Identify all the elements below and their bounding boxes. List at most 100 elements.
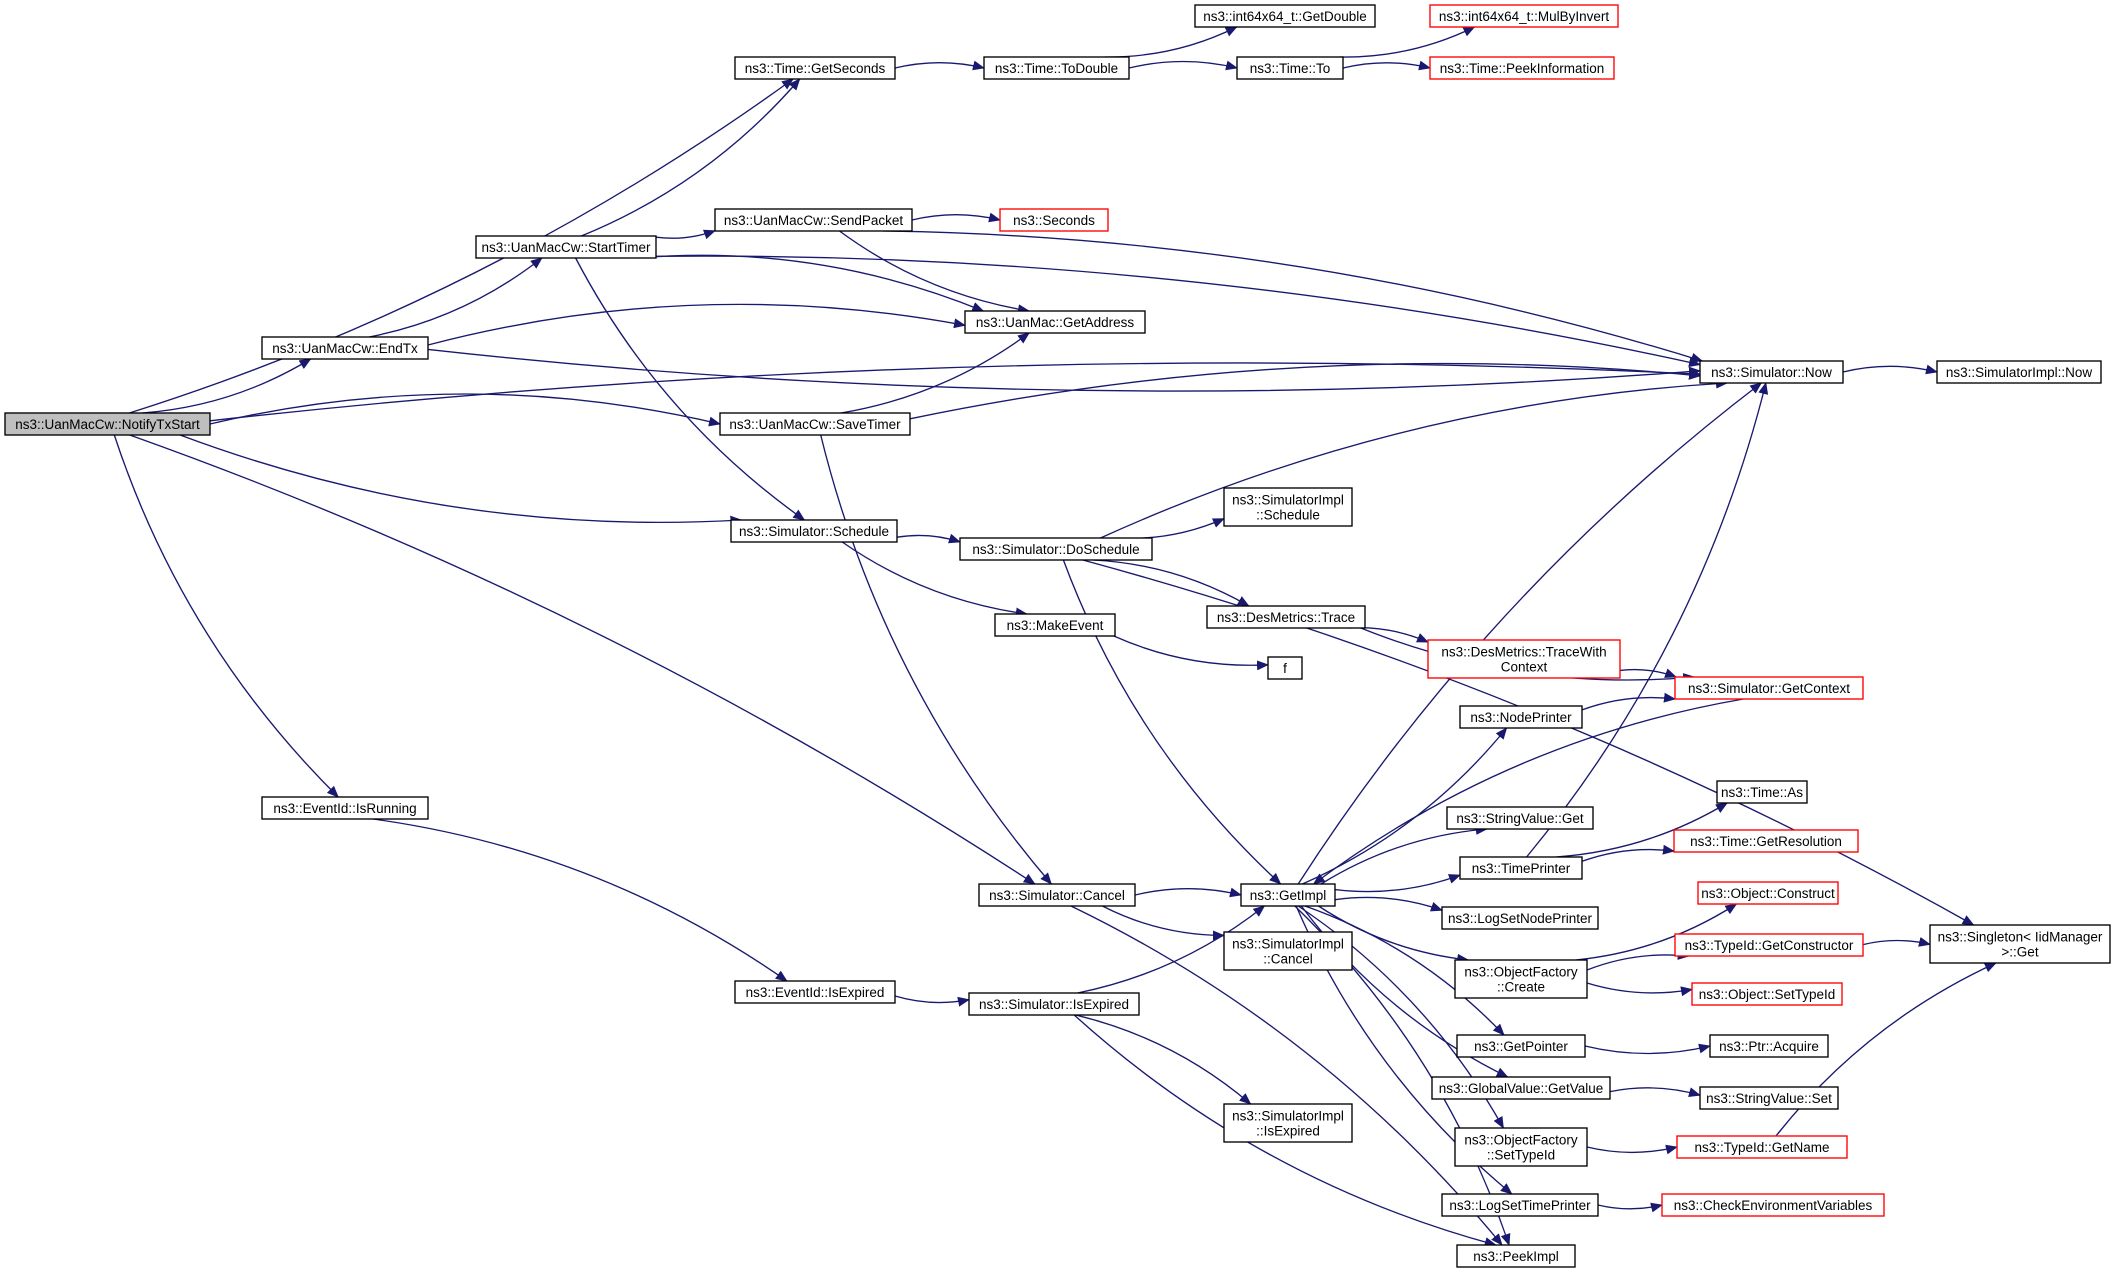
node-label: ns3::SimulatorImpl (1232, 493, 1344, 508)
node-label: ns3::UanMacCw::SendPacket (724, 213, 904, 228)
node-label: ns3::Time::GetSeconds (745, 61, 886, 76)
graph-node[interactable]: ns3::Simulator::DoSchedule (959, 537, 1153, 561)
node-label: ::Cancel (1263, 952, 1313, 967)
node-label: ::Schedule (1256, 508, 1320, 523)
graph-node[interactable]: ns3::Singleton< IidManager >::Get (1929, 924, 2111, 964)
graph-node[interactable]: ns3::GetImpl (1240, 883, 1336, 907)
graph-node[interactable]: ns3::DesMetrics::Trace (1206, 605, 1366, 629)
node-label: ::SetTypeId (1487, 1148, 1555, 1163)
node-box (475, 235, 657, 259)
edge-n30-n23 (1302, 727, 1508, 885)
graph-node[interactable]: ns3::Time::GetResolution (1673, 829, 1859, 853)
edge-n45-n46 (1586, 1144, 1678, 1155)
graph-node[interactable]: ns3::TimePrinter (1459, 856, 1583, 880)
node-label: ns3::Simulator::IsExpired (979, 997, 1129, 1012)
node-label: ns3::Time::PeekInformation (1440, 61, 1605, 76)
edge-n16-n19 (1093, 559, 1250, 607)
node-box (983, 56, 1130, 80)
node-box (1456, 1034, 1586, 1058)
node-box (978, 883, 1136, 907)
node-box (1691, 982, 1843, 1006)
edge-n1-n2 (894, 60, 985, 71)
graph-node[interactable]: ns3::Time::To (1236, 56, 1344, 80)
node-box (261, 796, 429, 820)
graph-node[interactable]: ns3::Simulator::Schedule (730, 519, 898, 543)
graph-node[interactable]: ns3::SimulatorImpl::Cancel (1223, 931, 1353, 971)
graph-node[interactable]: ns3::Time::GetSeconds (734, 56, 896, 80)
graph-node[interactable]: ns3::UanMacCw::SendPacket (714, 208, 913, 232)
graph-node[interactable]: ns3::CheckEnvironmentVariables (1661, 1193, 1885, 1217)
node-label: Context (1501, 660, 1548, 675)
node-box (999, 208, 1109, 232)
graph-node[interactable]: ns3::int64x64_t::GetDouble (1194, 4, 1376, 28)
root-node: ns3::UanMacCw::NotifyTxStart (4, 412, 211, 436)
graph-node[interactable]: ns3::SimulatorImpl::Schedule (1223, 487, 1353, 527)
node-label: f (1283, 661, 1287, 676)
graph-node[interactable]: ns3::Simulator::Now (1699, 360, 1844, 384)
node-label: ns3::Simulator::Cancel (989, 888, 1125, 903)
node-label: ns3::DesMetrics::Trace (1217, 610, 1355, 625)
graph-node[interactable]: ns3::NodePrinter (1459, 705, 1583, 729)
graph-node[interactable]: ns3::LogSetNodePrinter (1441, 906, 1599, 930)
graph-node[interactable]: ns3::EventId::IsRunning (261, 796, 429, 820)
node-box (1459, 705, 1583, 729)
graph-node[interactable]: ns3::EventId::IsExpired (734, 980, 896, 1004)
node-label: ns3::ObjectFactory (1464, 965, 1578, 980)
node-box (734, 980, 896, 1004)
graph-node[interactable]: ns3::SimulatorImpl::Now (1936, 360, 2102, 384)
edge-n39-n49 (1073, 1014, 1497, 1247)
graph-node[interactable]: ns3::UanMac::GetAddress (964, 310, 1146, 334)
graph-node[interactable]: ns3::Simulator::GetContext (1674, 676, 1864, 700)
node-label: ns3::DesMetrics::TraceWith (1441, 645, 1606, 660)
graph-node[interactable]: ns3::UanMacCw::SaveTimer (719, 412, 911, 436)
graph-node[interactable]: ns3::ObjectFactory::Create (1454, 959, 1588, 999)
graph-node[interactable]: ns3::StringValue::Set (1699, 1086, 1839, 1110)
graph-node[interactable]: ns3::MakeEvent (994, 613, 1116, 637)
graph-node[interactable]: ns3::Object::Construct (1697, 881, 1839, 905)
graph-node[interactable]: ns3::SimulatorImpl::IsExpired (1223, 1103, 1353, 1143)
node-box (1194, 4, 1376, 28)
graph-node[interactable]: ns3::TypeId::GetConstructor (1674, 933, 1864, 957)
graph-node[interactable]: ns3::Time::ToDouble (983, 56, 1130, 80)
node-box (1429, 56, 1615, 80)
node-box (1674, 676, 1864, 700)
edge-n29-n30 (1134, 887, 1242, 898)
graph-node[interactable]: ns3::StringValue::Get (1446, 806, 1594, 830)
node-box (1441, 1193, 1599, 1217)
edge-n21-n22 (1619, 668, 1678, 678)
graph-node[interactable]: ns3::Simulator::IsExpired (968, 992, 1140, 1016)
graph-node[interactable]: ns3::Time::As (1716, 780, 1808, 804)
graph-node[interactable]: ns3::Ptr::Acquire (1709, 1034, 1829, 1058)
node-label: ns3::Time::ToDouble (995, 61, 1118, 76)
node-label: ns3::UanMacCw::NotifyTxStart (15, 417, 200, 432)
graph-node[interactable]: ns3::Simulator::Cancel (978, 883, 1136, 907)
edge-n0-n12 (209, 362, 1701, 422)
graph-node[interactable]: ns3::LogSetTimePrinter (1441, 1193, 1599, 1217)
node-label: ns3::Time::As (1721, 785, 1803, 800)
graph-node[interactable]: ns3::Seconds (999, 208, 1109, 232)
edge-n16-n12 (1100, 378, 1728, 539)
graph-node[interactable]: ns3::GetPointer (1456, 1034, 1586, 1058)
node-box (719, 412, 911, 436)
graph-node[interactable]: f (1267, 656, 1303, 680)
graph-node[interactable]: ns3::Time::PeekInformation (1429, 56, 1615, 80)
graph-node[interactable]: ns3::UanMacCw::StartTimer (475, 235, 657, 259)
graph-node[interactable]: ns3::TypeId::GetName (1676, 1135, 1848, 1159)
edge-n7-n15 (575, 257, 806, 521)
graph-node[interactable]: ns3::int64x64_t::MulByInvert (1429, 4, 1619, 28)
graph-node[interactable]: ns3::UanMacCw::EndTx (261, 336, 429, 360)
node-label: ns3::TypeId::GetName (1694, 1140, 1829, 1155)
edge-n7-n1 (581, 78, 801, 237)
node-box (1699, 1086, 1839, 1110)
graph-node[interactable]: ns3::PeekImpl (1456, 1244, 1576, 1268)
graph-node[interactable]: ns3::GlobalValue::GetValue (1431, 1076, 1611, 1100)
graph-node[interactable]: ns3::Object::SetTypeId (1691, 982, 1843, 1006)
node-label: ns3::Ptr::Acquire (1719, 1039, 1819, 1054)
graph-node[interactable]: ns3::ObjectFactory::SetTypeId (1454, 1127, 1588, 1167)
node-box (4, 412, 211, 436)
node-box (1661, 1193, 1885, 1217)
edge-n7-n10 (637, 254, 985, 312)
edge-n12-n13 (1842, 364, 1938, 375)
edge-n0-n1 (129, 78, 794, 414)
